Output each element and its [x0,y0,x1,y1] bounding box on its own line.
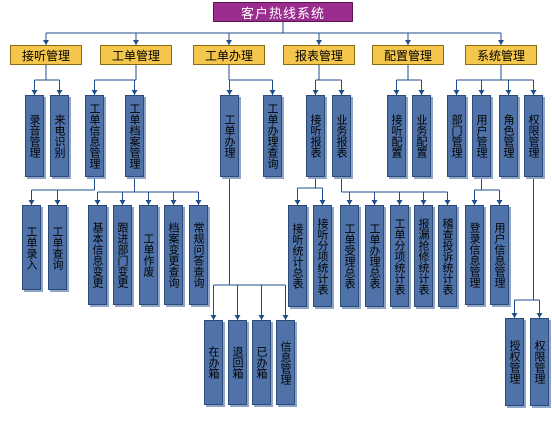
node-jieting-zongbiao: 接听统计总表 [288,205,307,307]
node-yewu-peizhi: 业务配置 [412,95,431,177]
module-label: 配置管理 [383,48,432,63]
node-zaiban: 在办箱 [204,320,223,405]
node-yiban: 已办箱 [252,320,271,405]
connector-arrow [418,90,425,95]
node-gongdan-dangan: 工单档案管理 [125,95,144,177]
module-label: 系统管理 [476,48,525,63]
node-denglu-xinxi: 登录信息管理 [465,205,484,305]
node-genjin-biangeng: 跟进部门变更 [113,205,132,305]
connector-arrow [269,90,276,95]
node-jieting-baobiao: 接听报表 [306,95,325,177]
node-jieting-fenxiang: 接听分项统计表 [313,205,332,307]
node-shouli-zongbiao: 工单受理总表 [340,205,359,307]
connector-arrow [294,200,301,205]
connector-arrow [393,90,400,95]
module-label: 工单管理 [111,48,160,63]
node-gongdan-xinxi: 工单信息管理 [85,95,104,177]
module-label: 接听管理 [21,48,70,63]
connector-arrow [234,315,241,320]
node-juese: 角色管理 [499,95,518,177]
node-luyin: 录音管理 [25,95,44,177]
connector-arrow [444,200,451,205]
connector-arrow [226,40,232,45]
node-quanxian: 权限管理 [524,95,543,177]
node-zuofei: 工单作废 [139,205,158,305]
connector-arrow [282,315,289,320]
connector-arrow [94,200,101,205]
connector-arrow [31,90,38,95]
connector-arrow [530,90,537,95]
module-label: 报表管理 [294,48,343,63]
connector-arrow [471,200,478,205]
connector-arrow [396,200,403,205]
node-quanxian-guanli: 权限管理 [530,318,549,406]
node-jiben-biangeng: 基本信息变更 [88,205,107,305]
node-shouquan: 授权管理 [505,318,524,406]
node-gongdan-banli: 工单办理 [220,95,239,177]
connector-arrow [405,40,411,45]
node-tuihui: 退回箱 [228,320,247,405]
node-yonghu-xinxi: 用户信息管理 [490,205,509,305]
connector-arrow [145,200,152,205]
connector-arrow [312,90,319,95]
connector-arrow [195,200,202,205]
connector-arrow [420,200,427,205]
node-baolou-qiangxiu: 报漏抢修统计表 [414,205,433,307]
connector-arrow [536,313,543,318]
connector-arrow [319,200,326,205]
connector-arrow [54,200,61,205]
node-banli-chaxun: 工单办理查询 [263,95,282,177]
node-jicha-tousu: 稽查投诉统计表 [438,205,457,307]
root-label: 客户热线系统 [240,6,325,22]
connector-arrow [338,90,345,95]
node-wenda-chaxun: 常规问答查询 [189,205,208,305]
module-jieting: 接听管理 [10,45,82,65]
node-bumen: 部门管理 [447,95,466,177]
module-gongdan-guanli: 工单管理 [100,45,172,65]
node-laidian: 来电识别 [50,95,69,177]
root-node: 客户热线系统 [213,2,353,22]
node-jieting-peizhi: 接听配置 [387,95,406,177]
node-dangan-chaxun: 档案变更查询 [164,205,183,305]
connector-arrow [56,90,63,95]
module-baobiao: 报表管理 [283,45,355,65]
connector-arrow [133,40,139,45]
node-chaxun: 工单查询 [48,205,67,290]
connector-arrow [119,200,126,205]
module-gongdan-banli: 工单办理 [193,45,265,65]
connector-arrow [453,90,460,95]
node-yonghu: 用户管理 [472,95,491,177]
connector-arrow [28,200,35,205]
node-banli-zongbiao: 工单办理总表 [365,205,384,307]
connector-arrow [131,90,138,95]
connector-arrow [91,90,98,95]
connector-arrow [170,200,177,205]
module-label: 工单办理 [204,48,253,63]
connector-arrow [511,313,518,318]
node-xinxi-guanli: 信息管理 [276,320,295,405]
connector-arrow [226,90,233,95]
connector-arrow [478,90,485,95]
node-luru: 工单录入 [22,205,41,290]
connector-arrow [505,90,512,95]
connector-arrow [43,40,49,45]
module-peizhi: 配置管理 [372,45,444,65]
connector-arrow [316,40,322,45]
node-yewu-baobiao: 业务报表 [332,95,351,177]
connector-arrow [346,200,353,205]
connector-arrow [498,40,504,45]
module-xitong: 系统管理 [465,45,537,65]
connector-arrow [371,200,378,205]
connector-arrow [210,315,217,320]
connector-arrow [258,315,265,320]
node-fenxiang-tongji: 工单分项统计表 [390,205,409,307]
connector-arrow [496,200,503,205]
